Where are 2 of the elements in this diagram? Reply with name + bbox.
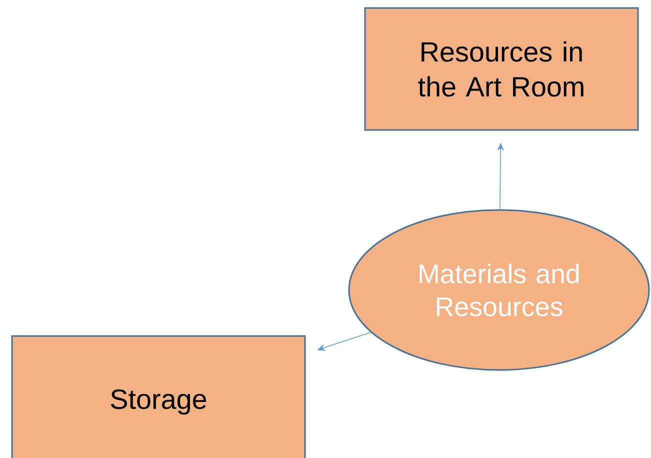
process-box: Resources in the Art Room bbox=[364, 7, 639, 131]
process-box: Storage bbox=[11, 335, 306, 458]
